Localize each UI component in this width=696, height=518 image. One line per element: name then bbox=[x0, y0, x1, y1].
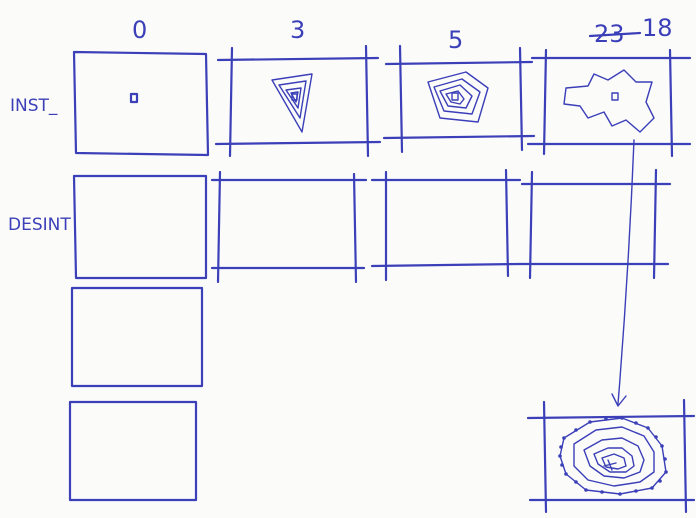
row-label-desint: DESINT bbox=[8, 215, 71, 235]
frame-inst-18 bbox=[528, 50, 690, 156]
frame-desint-18 bbox=[520, 170, 670, 278]
frame-desint-3 bbox=[212, 172, 366, 282]
column-label-3: 3 bbox=[290, 16, 305, 44]
frame-desint-5 bbox=[372, 170, 520, 280]
arrow-connector bbox=[612, 140, 634, 406]
frame-inst-5 bbox=[384, 46, 534, 152]
column-label-18: 18 bbox=[642, 14, 673, 42]
frame-extra-1 bbox=[72, 288, 202, 386]
row-label-inst: INST_ bbox=[10, 96, 58, 116]
frame-extra-2 bbox=[70, 402, 196, 500]
frame-detail bbox=[528, 400, 694, 512]
frame-desint-0 bbox=[74, 176, 206, 278]
frame-inst-3 bbox=[216, 46, 380, 156]
column-label-5: 5 bbox=[448, 26, 463, 54]
frame-inst-0 bbox=[74, 52, 208, 155]
column-label-0: 0 bbox=[132, 16, 147, 44]
